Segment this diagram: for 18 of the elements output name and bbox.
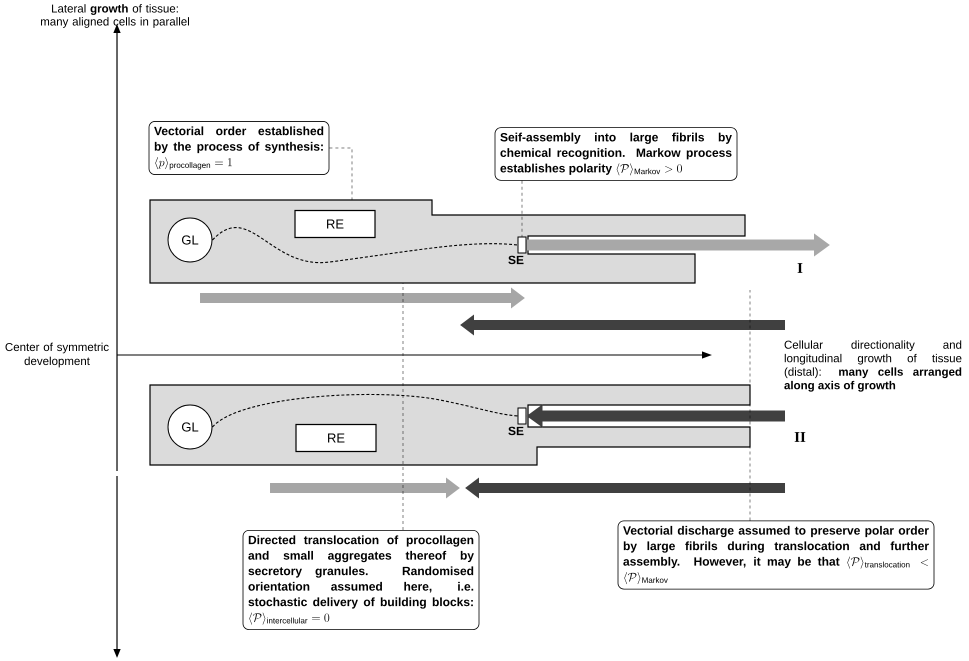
organelle-box: RE bbox=[295, 424, 377, 452]
callout-box: Vectorial discharge assumed to preserve polar order by large fibrils during translocation and further assembly. However, it may be that $\langle\mathcal{P}\rangle_{\mathrm{translocation}} < \langle\mathcal{P}\rangle_{\mathrm{Markov}}$ bbox=[618, 520, 934, 590]
leader-line bbox=[329, 148, 352, 200]
cell-label: I bbox=[798, 263, 802, 273]
callout-box: Seif-assembly into large fibrils by chemical recognition. Markow process establishes polarity $\langle\mathcal{P}\rangle_{\mathrm{Markov}} > 0$ bbox=[494, 127, 738, 181]
node-label: SE bbox=[508, 256, 524, 264]
secretion-site: SE bbox=[508, 236, 526, 264]
leader-line bbox=[402, 282, 404, 530]
axis-label: Cellular directionality and longitudinal growth of tissue (distal): many cells arranged along axis of growth bbox=[784, 340, 962, 392]
cell-label: II bbox=[794, 432, 806, 442]
axis-label: Center of symmetric development bbox=[6, 342, 109, 368]
dashed-path bbox=[212, 227, 518, 263]
node-label: SE bbox=[508, 426, 524, 436]
axis-label: Lateral growth of tissue: many aligned cells in parallel bbox=[41, 4, 189, 28]
callout-box: Vectorial order established by the process of synthesis: $\langle p\rangle_{\mathrm{procollagen}} = 1$ bbox=[148, 121, 330, 175]
callout-box: Directed translocation of procollagen and small aggregates thereof by secretory granules. Randomised orientation assumed here, i.e. stochastic delivery of building blocks: $\langle\mathcal{P}\rangle_{\mathrm{intercellular}} = 0$ bbox=[242, 530, 480, 630]
organelle-box: RE bbox=[294, 210, 376, 238]
secretion-site: SE bbox=[508, 408, 526, 436]
